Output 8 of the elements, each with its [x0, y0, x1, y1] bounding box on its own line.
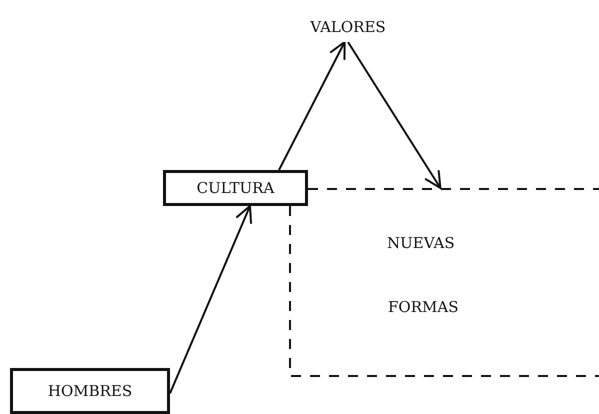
arrow [347, 41, 442, 189]
arrow [169, 205, 252, 394]
arrow [278, 41, 346, 170]
concept-box: CULTURA [163, 170, 308, 206]
dashed-region [288, 188, 599, 378]
region-label: FORMAS [388, 297, 458, 318]
region-label: NUEVAS [387, 233, 455, 254]
concept-box: HOMBRES [10, 368, 170, 414]
